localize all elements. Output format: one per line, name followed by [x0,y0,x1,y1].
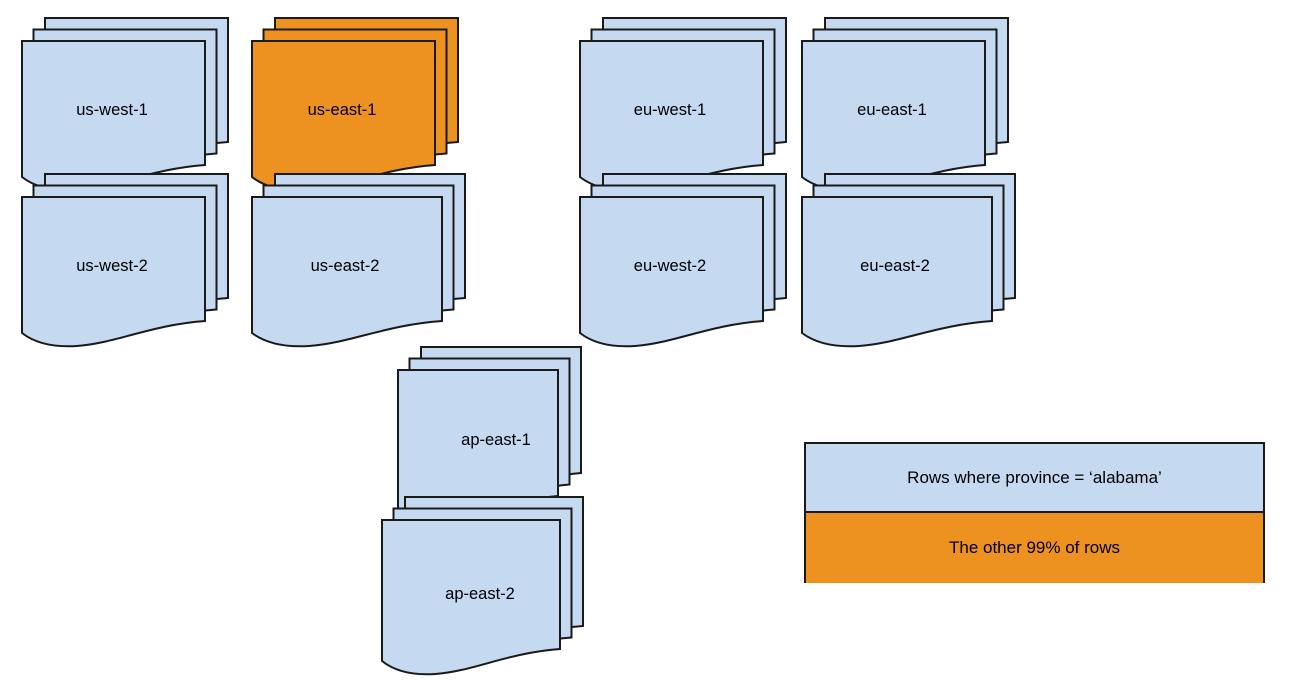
document-stack-eu-east-2[interactable]: eu-east-2 [800,172,1017,351]
legend-row-matching: Rows where province = ‘alabama’ [806,444,1263,513]
document-sheet-us-west-1-3 [21,40,206,192]
document-stack-eu-west-1[interactable]: eu-west-1 [578,16,788,195]
legend: Rows where province = ‘alabama’ The other… [804,442,1265,583]
legend-row-other-text: The other 99% of rows [948,538,1121,557]
document-stack-ap-east-2[interactable]: ap-east-2 [380,495,585,679]
document-stack-us-west-2[interactable]: us-west-2 [20,172,230,351]
document-stack-us-east-2[interactable]: us-east-2 [250,172,467,351]
document-stack-shape-eu-west-1 [579,17,787,192]
document-stack-shape-us-east-2 [251,173,466,348]
document-sheet-eu-east-1-3 [801,40,986,192]
document-sheet-eu-west-2-3 [579,196,764,348]
document-sheet-ap-east-2-3 [381,519,561,676]
document-stack-us-west-1[interactable]: us-west-1 [20,16,230,195]
legend-row-matching-text: Rows where province = ‘alabama’ [907,467,1162,487]
document-sheet-us-east-1-3 [251,40,436,192]
document-stack-eu-east-1[interactable]: eu-east-1 [800,16,1010,195]
document-stack-ap-east-1[interactable]: ap-east-1 [396,345,583,526]
document-stack-us-east-1[interactable]: us-east-1 [250,16,460,195]
document-stack-shape-us-east-1 [251,17,459,192]
document-sheet-eu-east-2-3 [801,196,993,348]
document-sheet-eu-west-1-3 [579,40,764,192]
document-stack-shape-ap-east-1 [397,346,582,523]
document-stack-shape-eu-east-1 [801,17,1009,192]
document-sheet-us-west-2-3 [21,196,206,348]
document-stack-shape-us-west-1 [21,17,229,192]
document-sheet-us-east-2-3 [251,196,443,348]
document-stack-eu-west-2[interactable]: eu-west-2 [578,172,788,351]
document-stack-shape-ap-east-2 [381,496,584,676]
document-stack-shape-eu-west-2 [579,173,787,348]
document-stack-shape-eu-east-2 [801,173,1016,348]
legend-row-other: The other 99% of rows [806,513,1263,583]
document-stack-shape-us-west-2 [21,173,229,348]
